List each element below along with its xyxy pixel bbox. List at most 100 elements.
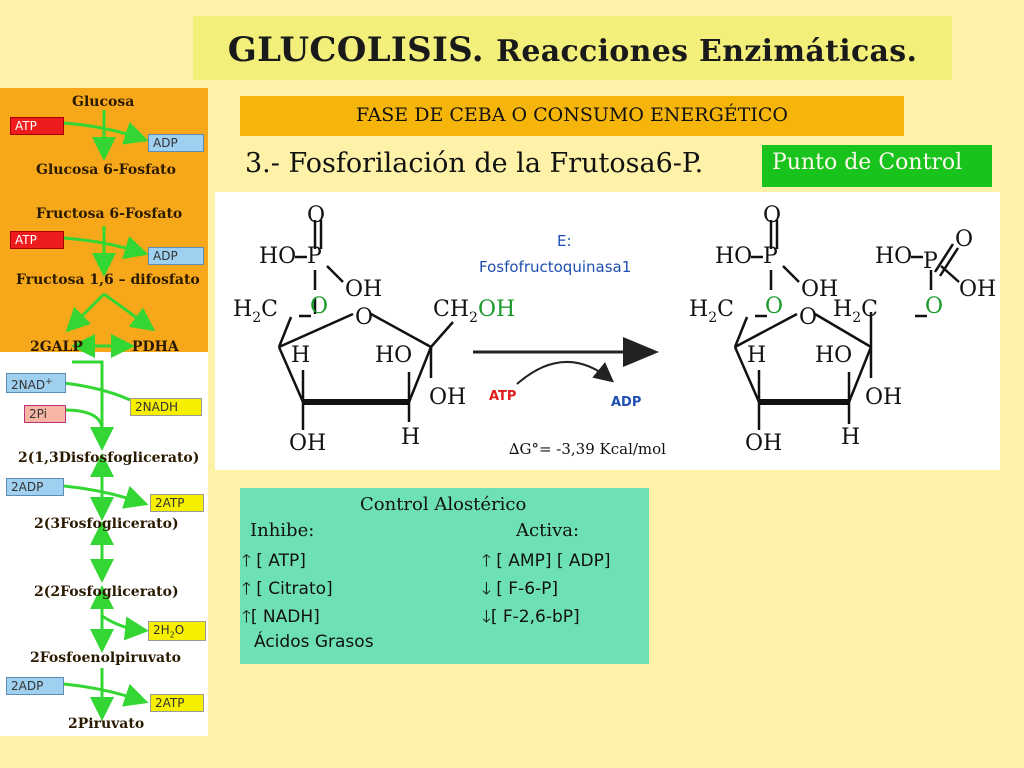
f6p-ch2oh-ch: CH	[433, 297, 469, 322]
inhibitor-row-1: 🡑 [ ATP]	[242, 548, 306, 577]
f6p-o-ester: O	[310, 294, 328, 319]
metabolite-3-fosfoglicerato: 2(3Fosfoglicerato)	[34, 516, 179, 532]
f16bp-ho2: HO	[875, 244, 912, 269]
f6p-oh: OH	[345, 277, 382, 302]
title-sub: Reacciones Enzimáticas.	[496, 34, 918, 69]
cofactor-pi: 2Pi	[24, 405, 66, 423]
f6p-ch2oh-oh: OH	[478, 297, 515, 322]
product-f16bp	[733, 220, 960, 430]
f6p-ho2: HO	[375, 343, 412, 368]
f6p-h2c-sub: 2	[252, 310, 261, 326]
cofactor-atp-4: 2ATP	[150, 694, 204, 712]
step-heading: 3.- Fosforilación de la Frutosa6-P.	[245, 148, 704, 179]
f6p-oh2: OH	[429, 385, 466, 410]
f16bp-h2c-1-h: H	[689, 297, 708, 322]
slide-title: GLUCOLISIS. Reacciones Enzimáticas.	[193, 30, 952, 70]
f16bp-h2c-2-c: C	[861, 297, 878, 322]
activator-row-1: 🡑 [ AMP] [ ADP]	[482, 548, 611, 577]
f16bp-h2c-1-sub: 2	[708, 310, 717, 326]
metabolite-pdha: PDHA	[132, 339, 179, 355]
metabolite-2galp: 2GALP	[30, 339, 83, 355]
f16bp-h2c-1-c: C	[717, 297, 734, 322]
title-banner: GLUCOLISIS. Reacciones Enzimáticas.	[193, 16, 952, 80]
activator-f26bp: [ F-2,6-bP]	[490, 607, 580, 627]
f16bp-oh: OH	[801, 277, 838, 302]
f6p-o-top: O	[307, 203, 325, 228]
cofactor-adp-3: 2ADP	[6, 478, 64, 496]
cofactor-nadh: 2NADH	[130, 398, 202, 416]
f16bp-h2: H	[841, 425, 860, 450]
arrow-up-icon: 🡑	[242, 607, 251, 627]
cofactor-atp-3: 2ATP	[150, 494, 204, 512]
f16bp-o-top2: O	[955, 227, 973, 252]
pathway-arrows	[63, 110, 156, 721]
allosteric-control-panel: Control Alostérico Inhibe: Activa: 🡑 [ A…	[240, 488, 649, 664]
reaction-panel	[215, 192, 1000, 470]
f16bp-oh2: OH	[959, 277, 996, 302]
reaction-atp: ATP	[489, 389, 516, 404]
f6p-ring-o: O	[355, 305, 373, 330]
activator-row-2: 🡓 [ F-6-P]	[482, 576, 558, 605]
inhibitor-row-3: 🡑[ NADH]	[242, 604, 320, 633]
f16bp-h2c-2-h: H	[833, 297, 852, 322]
f16bp-ring-o: O	[799, 305, 817, 330]
inhibitor-citrato: [ Citrato]	[256, 579, 333, 599]
f6p-h1: H	[291, 343, 310, 368]
enzyme-label: E:	[557, 232, 572, 250]
substrate-f6p	[277, 220, 454, 430]
metabolite-glucosa: Glucosa	[72, 94, 135, 110]
f16bp-oh4: OH	[745, 431, 782, 456]
metabolite-glucosa-6-fosfato: Glucosa 6-Fosfato	[36, 162, 176, 178]
inhibitor-atp: [ ATP]	[256, 551, 306, 571]
inhibitor-nadh: [ NADH]	[250, 607, 320, 627]
f16bp-o-ester2: O	[925, 294, 943, 319]
metabolite-13-bisfosfoglicerato: 2(1,3Disfosfoglicerato)	[18, 450, 200, 466]
arrow-down-icon: 🡓	[482, 607, 491, 627]
inhibitor-row-2: 🡑 [ Citrato]	[242, 576, 333, 605]
f16bp-o-ester1: O	[765, 294, 783, 319]
control-point-label: Punto de Control	[772, 150, 963, 175]
arrow-up-icon: 🡑	[242, 579, 251, 599]
inhibits-label: Inhibe:	[250, 520, 315, 541]
arrow-up-icon: 🡑	[482, 551, 491, 571]
metabolite-fosfoenolpiruvato: 2Fosfoenolpiruvato	[30, 650, 181, 666]
cofactor-atp-2: ATP	[10, 231, 64, 249]
metabolite-2-fosfoglicerato: 2(2Fosfoglicerato)	[34, 584, 179, 600]
cofactor-adp-4: 2ADP	[6, 677, 64, 695]
f16bp-p: P	[763, 244, 778, 269]
activates-label: Activa:	[516, 520, 580, 541]
title-main: GLUCOLISIS.	[227, 30, 484, 70]
f16bp-h2c-2: H2C	[833, 297, 878, 326]
metabolite-piruvato: 2Piruvato	[68, 716, 145, 732]
cofactor-adp-1: ADP	[148, 134, 204, 152]
f6p-p: P	[307, 244, 322, 269]
phase-label: FASE DE CEBA O CONSUMO ENERGÉTICO	[356, 104, 788, 126]
f16bp-h1: H	[747, 343, 766, 368]
phase-banner: FASE DE CEBA O CONSUMO ENERGÉTICO	[240, 96, 904, 136]
arrow-down-icon: 🡓	[482, 579, 491, 599]
delta-g: ∆G°= -3,39 Kcal/mol	[509, 440, 666, 458]
f16bp-p2: P	[923, 249, 938, 274]
cofactor-water: 2H2O	[148, 621, 206, 641]
reaction-adp: ADP	[611, 395, 641, 410]
metabolite-fructosa-1-6-difosfato: Fructosa 1,6 – difosfato	[16, 272, 200, 288]
cofactor-arrow	[516, 360, 615, 385]
f6p-ch2oh-sub: 2	[469, 310, 478, 326]
enzyme-name: Fosfofructoquinasa1	[479, 258, 631, 276]
f6p-oh3: OH	[289, 431, 326, 456]
cofactor-water-o: O	[174, 623, 185, 637]
activator-f6p: [ F-6-P]	[496, 579, 559, 599]
cofactor-water-sub: 2	[169, 630, 175, 640]
f16bp-oh3: OH	[865, 385, 902, 410]
cofactor-adp-2: ADP	[148, 247, 204, 265]
f6p-h2c: H2C	[233, 297, 278, 326]
arrow-up-icon: 🡑	[242, 551, 251, 571]
cofactor-nad: 2NAD+	[6, 373, 66, 393]
activator-amp-adp: [ AMP] [ ADP]	[496, 551, 611, 571]
inhibitor-acidos-grasos: Ácidos Grasos	[254, 632, 374, 652]
f16bp-h2c-2-sub: 2	[852, 310, 861, 326]
cofactor-water-h: 2H	[153, 623, 170, 637]
reaction-diagram: O HO P OH O H2C O CH2OH H HO OH OH H E: …	[233, 203, 996, 458]
cofactor-nad-text: 2NAD	[11, 378, 46, 392]
metabolite-fructosa-6-fosfato: Fructosa 6-Fosfato	[36, 206, 183, 222]
